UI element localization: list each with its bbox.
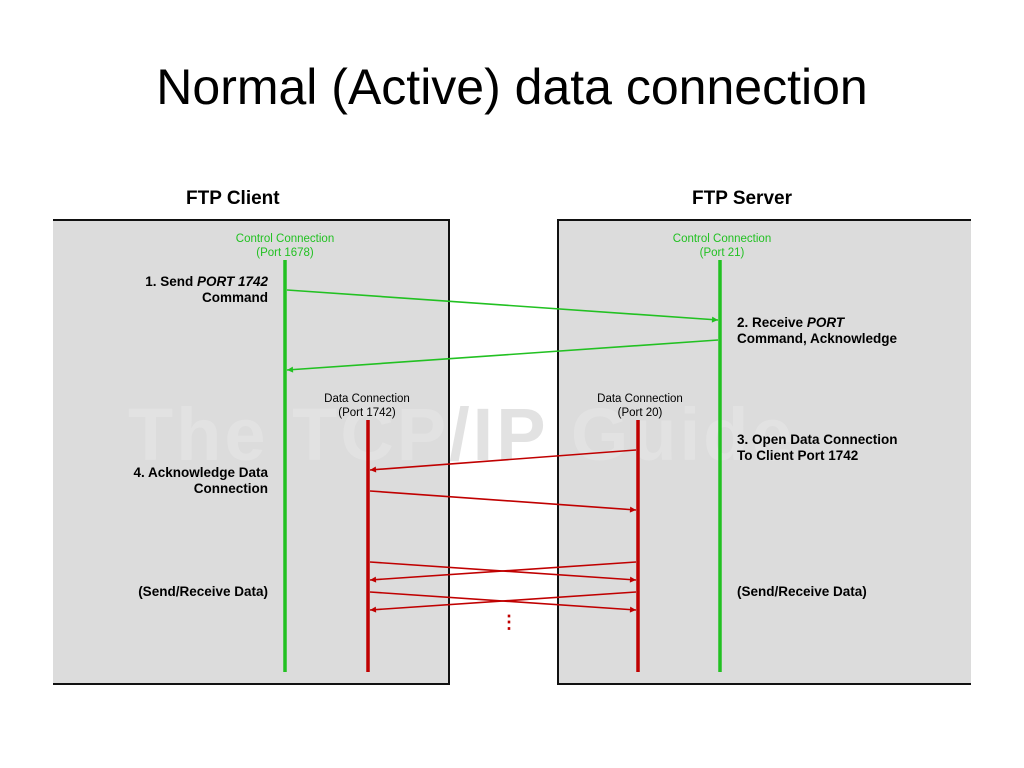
- watermark: The TCP/IP Guide: [128, 393, 796, 476]
- continuation-ellipsis: ⋮: [500, 612, 518, 632]
- slide-title: Normal (Active) data connection: [156, 59, 868, 115]
- ftp-server-title: FTP Server: [692, 188, 792, 209]
- server-data-connection-label: Data Connection(Port 20): [597, 393, 683, 419]
- server-send-receive-label: (Send/Receive Data): [737, 584, 867, 599]
- client-data-connection-label: Data Connection(Port 1742): [324, 393, 410, 419]
- arrow-data-2: [369, 561, 637, 583]
- ftp-server-panel: [557, 219, 971, 685]
- arrow-acknowledge-data-connection: [369, 490, 637, 513]
- client-send-receive-label: (Send/Receive Data): [138, 584, 268, 599]
- ftp-client-title: FTP Client: [186, 188, 280, 209]
- server-control-connection-label: Control Connection(Port 21): [672, 233, 772, 259]
- arrow-data-4: [369, 591, 637, 613]
- arrow-acknowledge: [286, 339, 719, 373]
- arrow-open-data-connection: [369, 449, 637, 473]
- client-control-connection-label: Control Connection(Port 1678): [235, 233, 335, 259]
- arrow-port-command: [286, 289, 719, 323]
